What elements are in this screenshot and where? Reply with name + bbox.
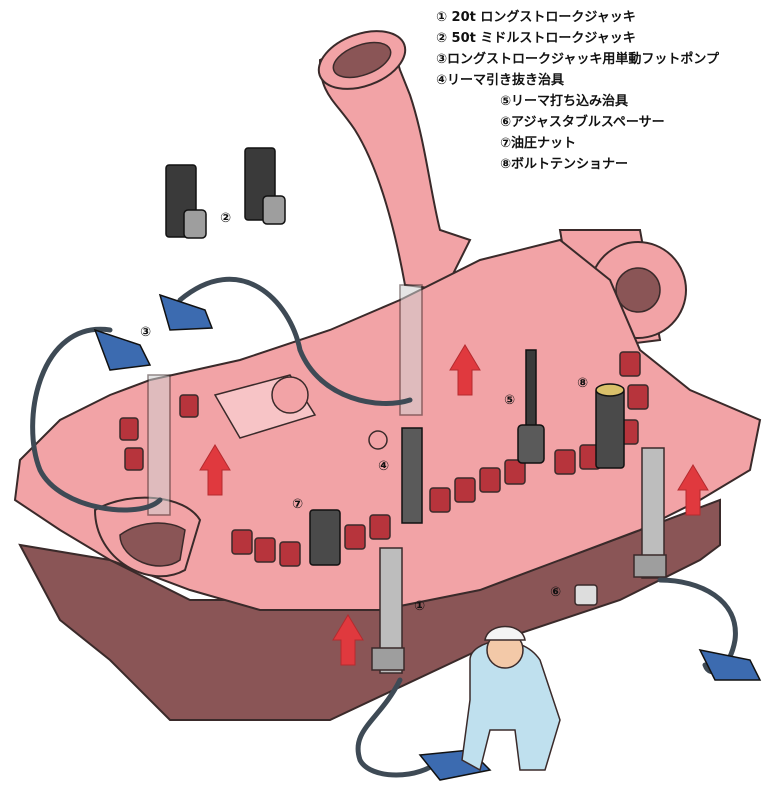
- inlet-pipe: [317, 30, 472, 292]
- callout-2: ②: [220, 211, 231, 226]
- legend-line-6: ⑥アジャスタブルスペーサー: [500, 115, 665, 130]
- reamer-extraction-tool: [368, 427, 423, 524]
- long-stroke-jack-top: [147, 284, 423, 516]
- worker: [461, 625, 561, 772]
- reamer-driving-tool: [517, 349, 545, 464]
- callout-7: ⑦: [292, 497, 303, 512]
- legend-line-5: ⑤リーマ打ち込み治具: [500, 94, 629, 109]
- foot-pumps: [93, 293, 762, 781]
- long-stroke-jack-front: [371, 547, 405, 674]
- legend-line-8: ⑧ボルトテンショナー: [500, 157, 629, 172]
- callout-labels: ② ③ ④ ⑤ ⑧ ⑦ ⑥ ①: [140, 211, 588, 614]
- callout-1: ①: [414, 599, 425, 614]
- left-flange: [93, 496, 202, 578]
- flange-nuts: [119, 351, 649, 567]
- callout-6: ⑥: [550, 585, 561, 600]
- legend-line-4: ④リーマ引き抜き治具: [436, 73, 565, 88]
- legend-line-2: ② 50t ミドルストロークジャッキ: [436, 31, 636, 46]
- long-stroke-jack-right: [633, 447, 667, 579]
- middle-stroke-jacks: [165, 147, 286, 239]
- hydraulic-nut: [309, 509, 341, 566]
- top-plate-ring: [271, 376, 309, 414]
- adjustable-spacer: [574, 584, 598, 606]
- callout-3: ③: [140, 325, 151, 340]
- legend-line-1: ① 20t ロングストロークジャッキ: [436, 10, 636, 25]
- callout-5: ⑤: [504, 393, 515, 408]
- legend-line-7: ⑦油圧ナット: [500, 136, 577, 151]
- callout-4: ④: [378, 459, 389, 474]
- callout-8: ⑧: [577, 376, 588, 391]
- lift-arrows: [199, 344, 709, 666]
- legend-line-3: ③ロングストロークジャッキ用単動フットポンプ: [436, 52, 719, 67]
- bolt-tensioner: [595, 383, 625, 469]
